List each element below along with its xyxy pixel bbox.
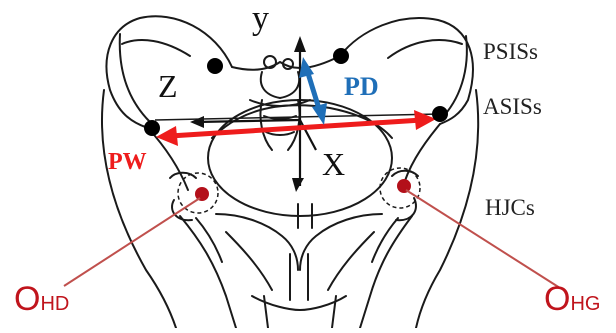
y-axis-arrow xyxy=(294,36,306,52)
right-hip-center-dot xyxy=(397,179,411,193)
sacrum xyxy=(231,55,341,71)
ohg-sub: HG xyxy=(570,293,601,315)
left-hjc-region xyxy=(177,172,219,214)
pd-label: PD xyxy=(344,72,379,101)
z-axis-arrow xyxy=(190,116,204,128)
right-iliac-wing xyxy=(339,17,474,125)
left-femur xyxy=(179,215,237,329)
right-asis-dot xyxy=(432,106,448,122)
right-psis-dot xyxy=(333,48,349,64)
pubic-symphysis xyxy=(215,213,299,271)
asis-label: ASISs xyxy=(483,94,542,119)
pd-line xyxy=(299,57,327,125)
left-hip-center-dot xyxy=(195,187,209,201)
left-acetabulum xyxy=(169,171,197,179)
ohd-leader-line xyxy=(63,197,201,287)
x-axis-label: X xyxy=(322,146,346,182)
left-iliac-wing xyxy=(105,15,233,129)
left-psis-dot xyxy=(207,58,223,74)
left-asis-dot xyxy=(144,120,160,136)
right-hjc-region xyxy=(379,167,421,209)
right-femur xyxy=(359,215,413,329)
ohd-label: OHD xyxy=(14,282,69,316)
hjc-label: HJCs xyxy=(485,195,535,220)
ohg-label: OHG xyxy=(544,282,600,316)
z-axis-label: Z xyxy=(158,68,178,104)
y-axis-label: y xyxy=(252,0,269,37)
pw-label: PW xyxy=(108,149,147,175)
z-axis-line xyxy=(195,118,301,124)
x-axis-line xyxy=(299,119,317,151)
ohg-main: O xyxy=(544,280,571,318)
ohd-sub: HD xyxy=(40,293,70,315)
psis-label: PSISs xyxy=(483,39,538,64)
ohg-leader-line xyxy=(405,189,561,289)
ohd-main: O xyxy=(14,280,41,318)
x-axis-arrow xyxy=(292,178,304,192)
pw-line xyxy=(156,110,436,146)
